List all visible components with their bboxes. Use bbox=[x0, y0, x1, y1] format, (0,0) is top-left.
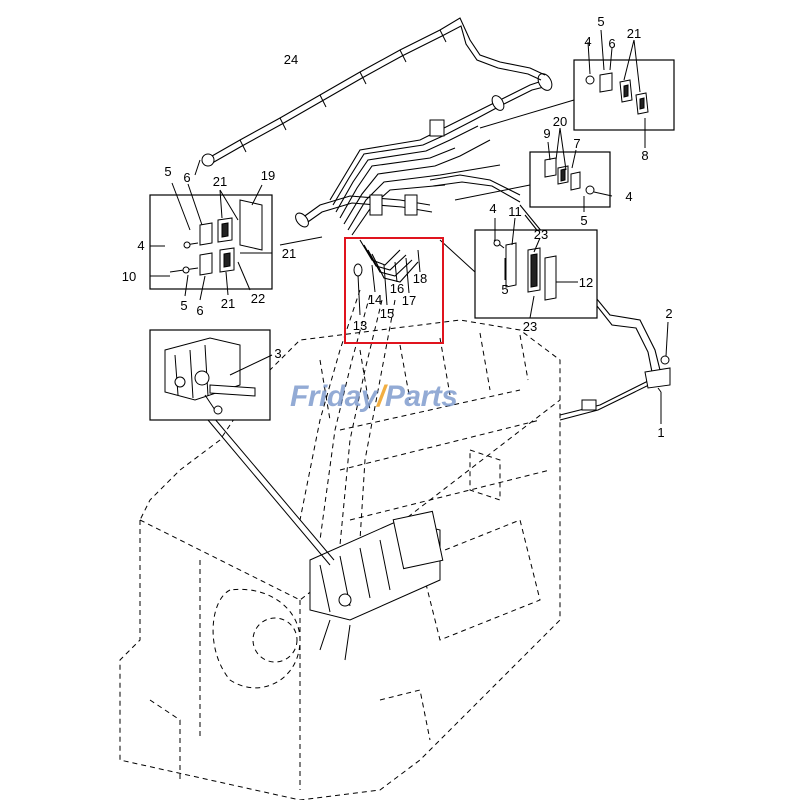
label-mr-5: 5 bbox=[580, 213, 587, 228]
detail-box-inset-3 bbox=[149, 329, 273, 421]
highlight-box bbox=[344, 237, 444, 344]
label-rb-11: 11 bbox=[508, 204, 522, 219]
label-left-21b: 21 bbox=[282, 246, 296, 261]
label-rb-23b: 23 bbox=[523, 319, 537, 334]
label-tr-4: 4 bbox=[584, 34, 591, 49]
label-18: 18 bbox=[413, 271, 427, 286]
label-left-5b: 5 bbox=[180, 298, 187, 313]
detail-box-top-right bbox=[573, 29, 675, 148]
label-left-5: 5 bbox=[164, 164, 171, 179]
label-rb-5: 5 bbox=[501, 282, 508, 297]
engine-block-outline bbox=[119, 319, 561, 800]
detail-box-right-bottom bbox=[474, 217, 598, 319]
label-24: 24 bbox=[284, 52, 298, 67]
injection-pump bbox=[309, 510, 444, 661]
label-tr-5: 5 bbox=[597, 14, 604, 29]
label-mr-7: 7 bbox=[573, 136, 580, 151]
label-15: 15 bbox=[380, 306, 394, 321]
label-13: 13 bbox=[353, 318, 367, 333]
label-tr-21: 21 bbox=[627, 26, 641, 41]
label-rb-4: 4 bbox=[489, 201, 496, 216]
label-left-19: 19 bbox=[261, 168, 275, 183]
highlight-leaders bbox=[353, 249, 421, 316]
label-inset-3: 3 bbox=[274, 346, 281, 361]
label-rb-12: 12 bbox=[579, 275, 593, 290]
label-left-4: 4 bbox=[137, 238, 144, 253]
label-tr-6: 6 bbox=[608, 36, 615, 51]
label-tr-8: 8 bbox=[641, 148, 648, 163]
label-left-21c: 21 bbox=[221, 296, 235, 311]
label-mr-4: 4 bbox=[625, 189, 632, 204]
injection-lines-bundle bbox=[295, 73, 553, 546]
label-mr-20: 20 bbox=[553, 114, 567, 129]
label-left-6: 6 bbox=[183, 170, 190, 185]
right-leaders bbox=[657, 321, 669, 424]
label-left-10: 10 bbox=[122, 269, 136, 284]
label-16: 16 bbox=[390, 281, 404, 296]
label-left-22: 22 bbox=[251, 291, 265, 306]
label-rb-23: 23 bbox=[534, 227, 548, 242]
label-17: 17 bbox=[402, 293, 416, 308]
leader-lines bbox=[207, 99, 575, 566]
part-number-labels: 24 5 4 6 21 8 9 20 7 4 5 5 6 21 19 4 21 … bbox=[122, 14, 673, 440]
label-right-1: 1 bbox=[657, 425, 664, 440]
leak-off-hose bbox=[194, 17, 546, 176]
label-right-2: 2 bbox=[665, 306, 672, 321]
label-left-6b: 6 bbox=[196, 303, 203, 318]
detail-box-left bbox=[149, 182, 273, 301]
label-mr-9: 9 bbox=[543, 126, 550, 141]
label-left-21: 21 bbox=[213, 174, 227, 189]
detail-box-middle-right bbox=[529, 127, 613, 212]
label-14: 14 bbox=[368, 292, 382, 307]
